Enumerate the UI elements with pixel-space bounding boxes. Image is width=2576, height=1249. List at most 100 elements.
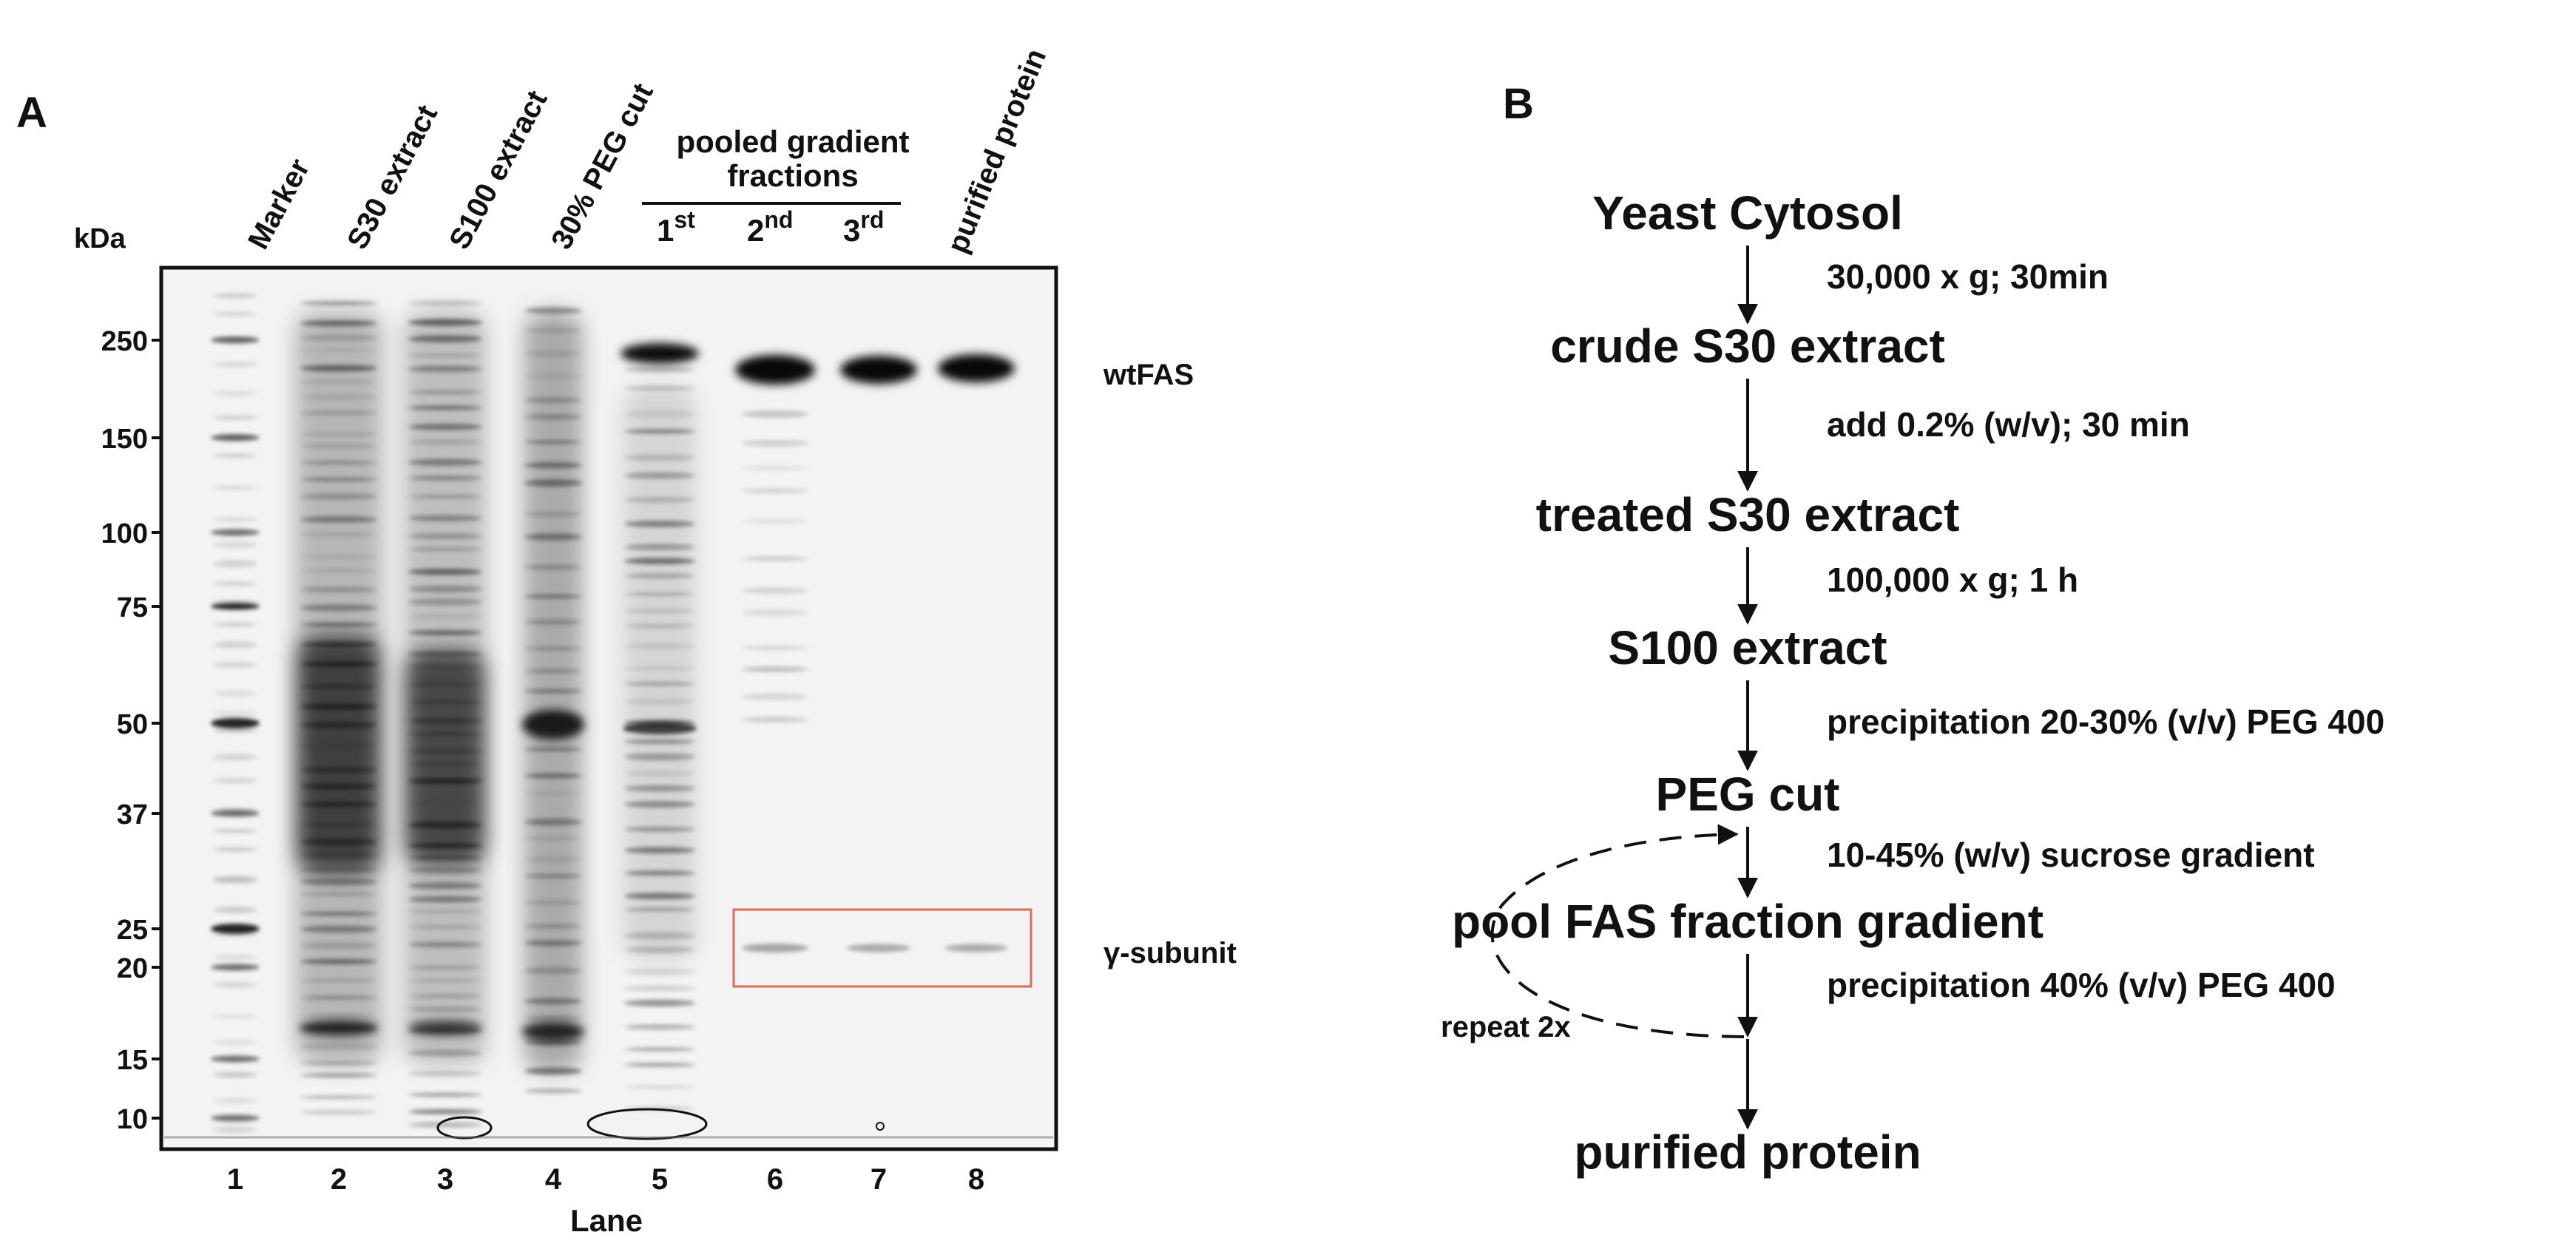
lane-4-band xyxy=(522,710,584,739)
lane-6-band xyxy=(742,440,808,447)
lane-6-band xyxy=(742,646,808,650)
lane-8-gamma-band xyxy=(945,944,1007,952)
lane-5-band xyxy=(624,753,695,761)
lane-3-band xyxy=(408,717,482,724)
lane-4-band xyxy=(524,414,582,420)
lane-3-band xyxy=(408,994,482,998)
lane-3-band xyxy=(408,319,482,326)
lane-5-band xyxy=(624,454,695,461)
lane-2-band xyxy=(300,379,377,385)
lane-7-fas-band xyxy=(840,356,917,384)
marker-band xyxy=(211,810,260,817)
lane-5-band xyxy=(624,666,695,671)
lane-4-band xyxy=(524,595,582,599)
lane-4-band xyxy=(524,396,582,404)
lane-3-band xyxy=(408,778,482,785)
gel-artifact-outline xyxy=(586,1108,708,1140)
lane-5-band xyxy=(624,907,695,912)
marker-band xyxy=(211,964,260,971)
lane-3-band xyxy=(408,651,482,657)
lane-4-band xyxy=(524,967,582,975)
marker-faint-band xyxy=(213,981,257,988)
marker-faint-band xyxy=(213,541,257,548)
lane-4-band xyxy=(524,307,582,314)
repeat-loop-dashed-arrow xyxy=(1490,824,1745,1038)
mw-label-20: 20 xyxy=(117,953,148,984)
lane-2-band xyxy=(300,320,377,327)
lane-4-band xyxy=(524,773,582,779)
lane-2-band xyxy=(300,516,377,523)
lane-5-band xyxy=(624,609,695,613)
step-pool-fas: pool FAS fraction gradient xyxy=(1452,895,2043,948)
lane-4-band xyxy=(524,900,582,904)
lane-5-band xyxy=(624,1063,695,1067)
lane-3-band xyxy=(408,909,482,914)
lane-4-band xyxy=(524,791,582,796)
lane-3-band xyxy=(408,569,482,575)
lane-7-gamma-band xyxy=(847,944,910,952)
lane-2-band xyxy=(300,661,377,667)
marker-faint-band xyxy=(213,754,257,761)
lane-2-band xyxy=(300,555,377,559)
marker-faint-band xyxy=(213,955,257,960)
lane-5-band xyxy=(624,573,695,579)
lane-2-band xyxy=(300,568,377,573)
lane-3-band xyxy=(408,439,482,445)
lane-title-purified: purified protein xyxy=(942,44,1053,257)
mw-label-250: 250 xyxy=(101,326,148,357)
lane-2-band xyxy=(300,1013,377,1018)
kda-label: kDa xyxy=(74,223,126,254)
lane-6-band xyxy=(742,520,808,524)
lane-number-5: 5 xyxy=(652,1163,668,1196)
lane-3-band xyxy=(408,941,482,948)
lane-4-band xyxy=(524,874,582,879)
condition-1: 30,000 x g; 30min xyxy=(1827,257,2109,296)
lane-number-1: 1 xyxy=(227,1163,243,1196)
lane-2-band xyxy=(300,623,377,627)
mw-label-25: 25 xyxy=(117,915,148,946)
lane-4-band xyxy=(524,374,582,379)
marker-faint-band xyxy=(213,581,257,587)
lane-4-band xyxy=(524,564,582,570)
marker-band xyxy=(211,718,260,728)
lane-3-band xyxy=(408,699,482,705)
marker-faint-band xyxy=(213,711,257,716)
lane-2-band xyxy=(300,461,377,464)
lane-2-band xyxy=(300,783,377,790)
lane-5-band xyxy=(624,592,695,597)
lane-title-s100: S100 extract xyxy=(443,85,554,254)
lane-2-band xyxy=(300,587,377,592)
lane-3-band xyxy=(408,365,482,373)
lane-5-band xyxy=(624,984,695,992)
mw-label-50: 50 xyxy=(117,709,148,740)
marker-faint-band xyxy=(213,454,257,458)
marker-faint-band xyxy=(213,662,257,668)
lane-3-band xyxy=(408,732,482,736)
lane-2-band xyxy=(300,432,377,436)
lane-3-band xyxy=(408,533,482,540)
lane-3-band xyxy=(408,353,482,358)
condition-3: 100,000 x g; 1 h xyxy=(1827,561,2078,599)
lane-3-band xyxy=(408,585,482,593)
lane-3-band xyxy=(408,762,482,766)
marker-faint-band xyxy=(213,416,257,420)
lane-6-band xyxy=(742,410,808,418)
lane-2-band xyxy=(300,478,377,481)
lane-2-band xyxy=(300,365,377,372)
lane-4-band xyxy=(524,998,582,1004)
marker-band xyxy=(211,529,260,536)
lane-4-band xyxy=(524,836,582,840)
lane-title-marker: Marker xyxy=(242,154,316,255)
lane-3-band xyxy=(408,335,482,343)
marker-faint-band xyxy=(213,623,257,626)
step-crude-s30: crude S30 extract xyxy=(1550,319,1945,373)
lane-2-band xyxy=(300,891,377,897)
lane-2-band xyxy=(300,348,377,352)
lane-3-band xyxy=(408,821,482,829)
lane-5-band xyxy=(624,1085,695,1089)
lane-5-band xyxy=(624,968,695,976)
pooled-header-line2: fractions xyxy=(727,158,858,193)
lane-2-band xyxy=(300,334,377,342)
